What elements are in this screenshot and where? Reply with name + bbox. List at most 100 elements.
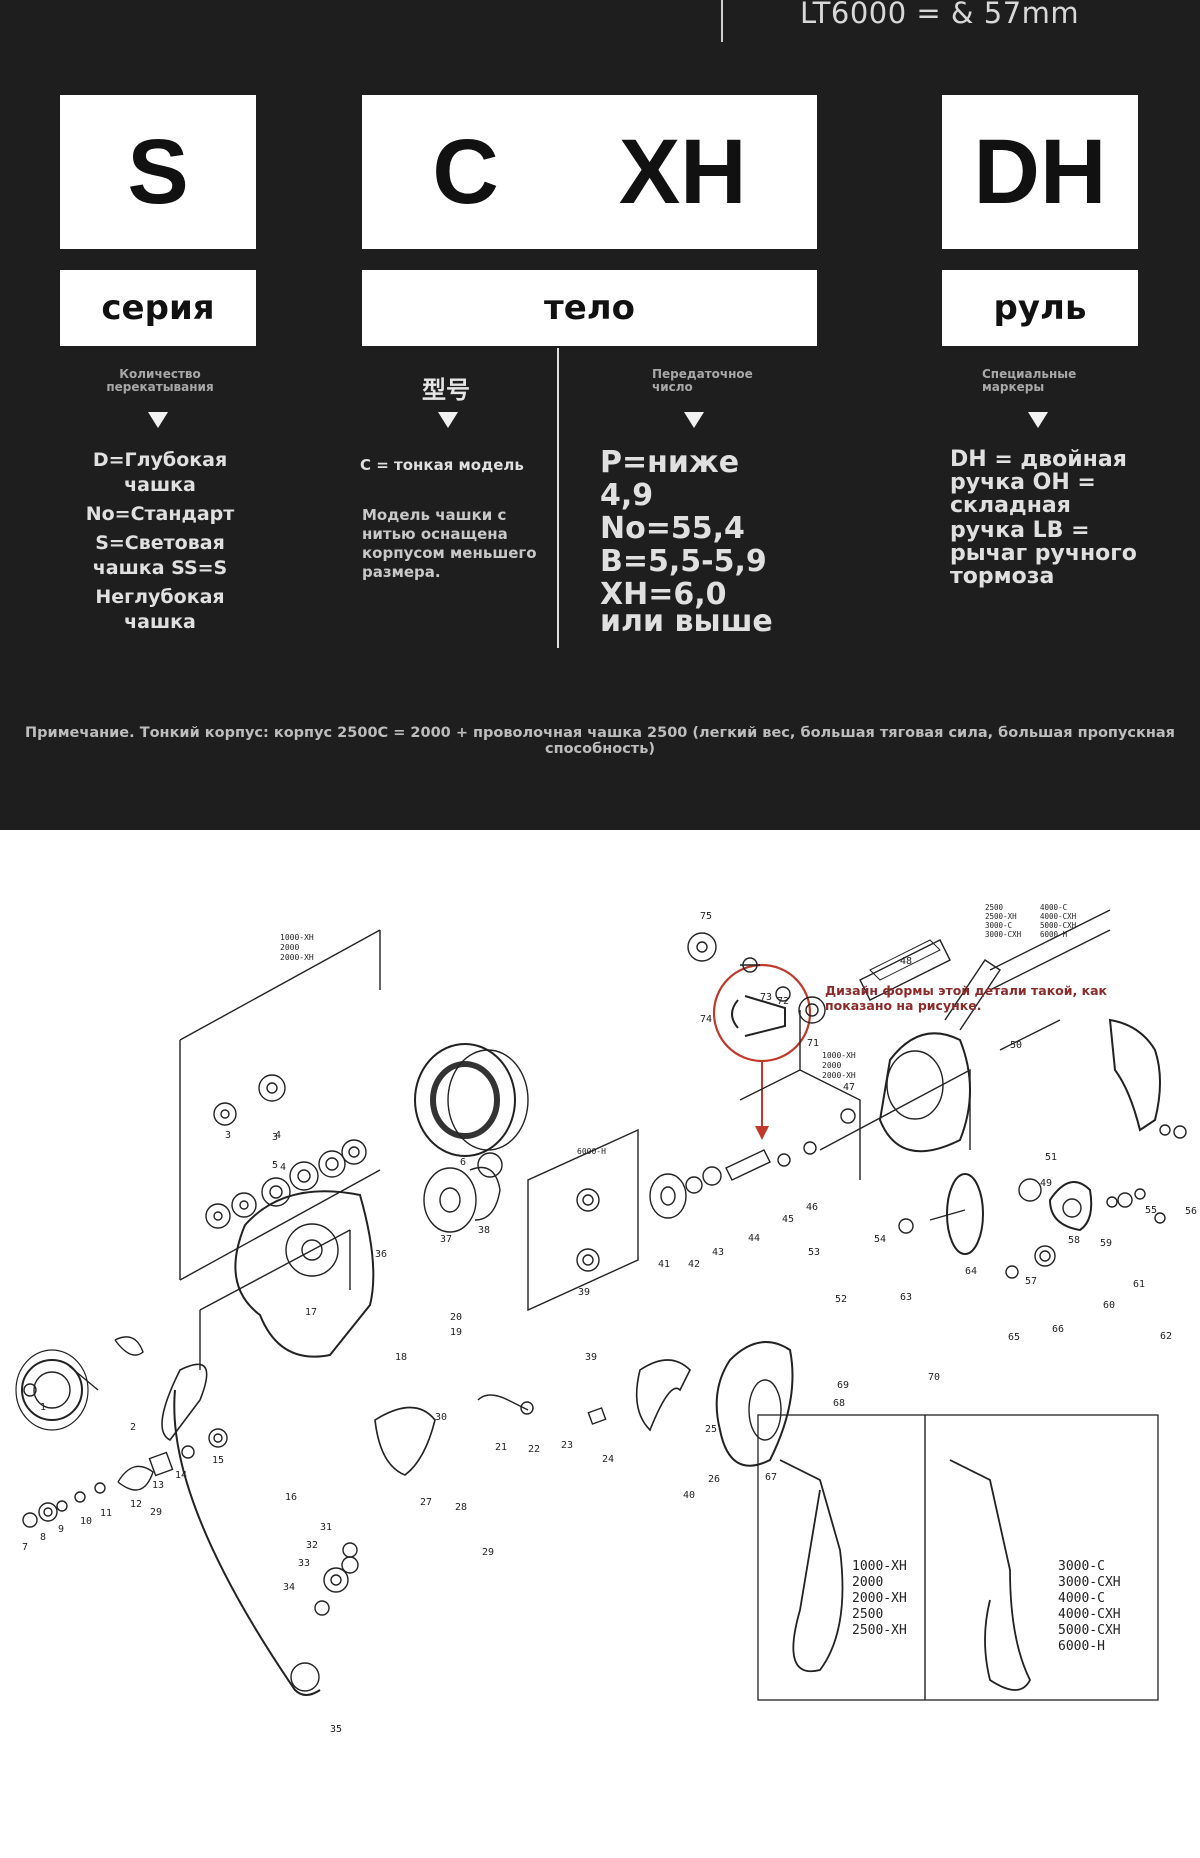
header-text: LT6000 = & 57mm (800, 0, 1080, 30)
part-number-label: 64 (965, 1266, 977, 1277)
part-number-label: 47 (843, 1082, 855, 1093)
handle-model-label: 4000-CXH (1058, 1607, 1121, 1622)
model-label-50: 2500-XH (985, 912, 1017, 921)
handle-model-label: 5000-CXH (1058, 1623, 1121, 1638)
part-number-label: 51 (1045, 1152, 1057, 1163)
col3-text: P=ниже 4,9 No=55,4 B=5,5-5,9 XH=6,0 или … (600, 445, 773, 639)
part-number-label: 27 (420, 1497, 432, 1508)
highlight-arrow-icon (755, 1126, 769, 1140)
part-number-label: 21 (495, 1442, 507, 1453)
model-label-50: 5000-CXH (1040, 921, 1077, 930)
part-number-label: 26 (708, 1474, 720, 1485)
part-number-label: 25 (705, 1424, 717, 1435)
part-number-label: 18 (395, 1352, 407, 1363)
col2-paragraph: Модель чашки с нитью оснащена корпусом м… (362, 506, 537, 581)
part-number-label: 4 (280, 1162, 286, 1173)
part-number-label: 56 (1185, 1206, 1197, 1217)
part-number-label: 3 (225, 1130, 231, 1141)
model-label-spool: 2000 (280, 943, 299, 952)
part-number-label: 37 (440, 1234, 452, 1245)
part-number-label: 36 (375, 1249, 387, 1260)
handle-model-label: 4000-C (1058, 1591, 1105, 1606)
part-number-label: 66 (1052, 1324, 1064, 1335)
part-number-label: 28 (455, 1502, 467, 1513)
part-number-label: 60 (1103, 1300, 1115, 1311)
part-number-label: 71 (807, 1038, 819, 1049)
model-label-39: 6000-H (577, 1147, 606, 1156)
part-number-label: 46 (806, 1202, 818, 1213)
part-number-label: 39 (585, 1352, 597, 1363)
model-label-50: 3000-CXH (985, 930, 1022, 939)
model-label-spool: 2000-XH (280, 953, 314, 962)
handle-model-label: 2000 (852, 1575, 883, 1590)
handle-model-label: 3000-CXH (1058, 1575, 1121, 1590)
part-number-label: 6 (460, 1157, 466, 1168)
part-number-label: 16 (285, 1492, 297, 1503)
part-number-label: 29 (482, 1547, 494, 1558)
part-number-label: 58 (1068, 1235, 1080, 1246)
part-number-label: 31 (320, 1522, 332, 1533)
col3-caption: Передаточное число (652, 367, 753, 394)
part-number-label: 59 (1100, 1238, 1112, 1249)
header-divider (721, 0, 723, 42)
part-number-label: 52 (835, 1294, 847, 1305)
part-number-label: 17 (305, 1307, 317, 1318)
part-number-label: 72 (777, 996, 789, 1007)
code-box-s: S (60, 95, 256, 249)
col4-caption: Специальные маркеры (982, 367, 1077, 394)
label-handle: руль (942, 270, 1138, 346)
model-label-50: 6000-H (1040, 930, 1068, 939)
col2-glyph: 型号 (422, 376, 470, 404)
part-number-label: 24 (602, 1454, 614, 1465)
exploded-parts-diagram: 1000-XH20002000-XH6000-H1000-XH20002000-… (15, 903, 1197, 1735)
handle-model-label: 6000-H (1058, 1639, 1105, 1654)
col1-caption: Количество перекатывания (106, 367, 214, 394)
part-number-label: 1 (40, 1402, 46, 1413)
part-number-label: 61 (1133, 1279, 1145, 1290)
part-number-label: 2 (130, 1422, 136, 1433)
part-number-label: 30 (435, 1412, 447, 1423)
handle-model-label: 2500-XH (852, 1623, 907, 1638)
model-label-50: 4000-CXH (1040, 912, 1077, 921)
part-number-label: 40 (683, 1490, 695, 1501)
part-number-label: 14 (175, 1470, 187, 1481)
part-number-label: 38 (478, 1225, 490, 1236)
part-number-label: 22 (528, 1444, 540, 1455)
part-number-label: 41 (658, 1259, 670, 1270)
part-number-label: 54 (874, 1234, 886, 1245)
handle-model-label: 2500 (852, 1607, 883, 1622)
part-number-label: 74 (700, 1014, 712, 1025)
part-number-label: 34 (283, 1582, 295, 1593)
model-label-47: 1000-XH (822, 1051, 856, 1060)
part-number-label: 12 (130, 1499, 142, 1510)
part-number-label: 8 (40, 1532, 46, 1543)
part-number-label: 70 (928, 1372, 940, 1383)
col1-text: D=Глубокая чашка No=Стандарт S=Световая … (85, 449, 235, 633)
part-number-label: 13 (152, 1480, 164, 1491)
model-label-50: 3000-C (985, 921, 1012, 930)
part-number-label: 67 (765, 1472, 777, 1483)
part-number-label: 23 (561, 1440, 573, 1451)
part-number-label: 73 (760, 992, 772, 1003)
part-number-label: 63 (900, 1292, 912, 1303)
model-label-spool: 1000-XH (280, 933, 314, 942)
model-label-50: 4000-C (1040, 903, 1067, 912)
part-number-label: 35 (330, 1724, 342, 1735)
part-number-label: 55 (1145, 1205, 1157, 1216)
column-divider (557, 348, 559, 648)
part-number-label: 50 (1010, 1040, 1022, 1051)
diagram-red-caption: Дизайн формы этой детали такой, как пока… (825, 983, 1108, 1013)
part-number-label: 42 (688, 1259, 700, 1270)
part-number-label: 75 (700, 911, 712, 922)
col2-line1: C = тонкая модель (360, 456, 524, 474)
part-number-label: 19 (450, 1327, 462, 1338)
model-label-47: 2000 (822, 1061, 841, 1070)
part-number-label: 33 (298, 1558, 310, 1569)
footnote: Примечание. Тонкий корпус: корпус 2500C … (25, 725, 1175, 757)
code-box-dh: DH (942, 95, 1138, 249)
label-series: серия (60, 270, 256, 346)
part-number-label: 48 (900, 956, 912, 967)
part-number-label: 65 (1008, 1332, 1020, 1343)
